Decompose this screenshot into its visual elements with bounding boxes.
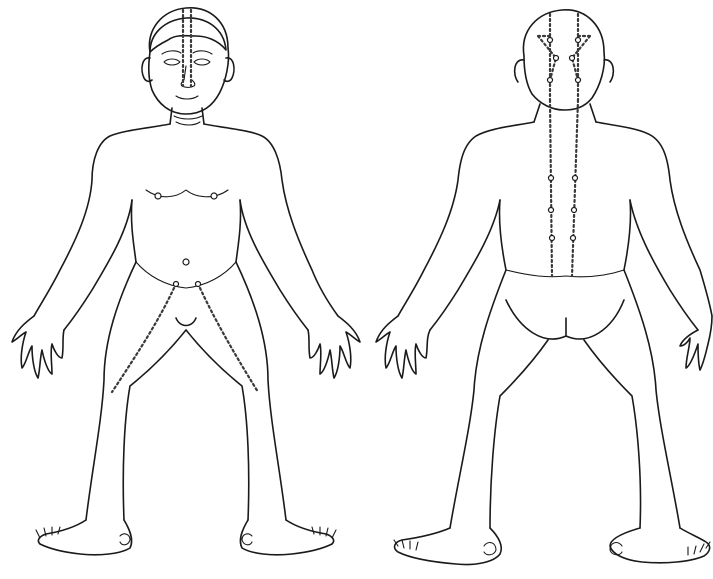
front-groin-point-left [174,282,179,287]
front-left-ankle [120,534,130,545]
back-right-foot [610,528,710,563]
front-right-leg-inner [186,330,249,520]
front-brows [162,51,212,54]
back-right-leg-inner [584,340,641,528]
back-spine-point-2 [573,176,578,181]
front-left-hand [12,316,64,378]
back-spine-line-right [572,100,578,276]
back-head-point-3 [554,56,559,61]
back-left-heel [484,543,496,555]
front-left-foot [38,520,131,555]
back-left-waist [499,200,506,270]
back-spine-point-6 [571,236,576,241]
front-head [149,8,229,114]
front-view [12,8,360,555]
back-left-inner-arm [430,200,500,330]
front-navel [183,259,189,265]
back-spine-point-1 [549,176,554,181]
front-hair [150,18,226,52]
front-left-ear [142,58,152,82]
front-right-eye [194,59,210,65]
front-right-hand [308,316,360,378]
front-crotch [176,318,196,326]
front-left-inner-arm [64,200,132,330]
back-right-inner-arm [630,200,698,330]
front-mouth [176,96,198,99]
back-spine-point-5 [550,236,555,241]
front-right-nipple [211,193,217,199]
back-view [376,10,712,565]
front-groin-line [136,262,236,288]
front-torso-right [204,124,338,316]
back-spine-point-4 [572,208,577,213]
front-neck-lines [174,116,202,125]
front-left-nipple [155,193,161,199]
back-spine-line-left [550,100,552,276]
back-neck [534,104,596,122]
back-head [523,10,604,110]
back-head-point-1 [548,38,553,43]
back-left-hand [376,316,430,378]
front-left-waist [131,200,136,262]
back-torso-left [398,122,534,316]
front-right-foot [240,520,333,555]
back-left-leg-inner [490,340,548,528]
back-head-point-6 [576,78,581,83]
back-left-leg-outer [450,270,506,528]
front-torso-left [34,124,170,316]
back-waistline [506,270,624,277]
back-left-ear [515,60,524,82]
front-right-leg-line [200,288,258,392]
front-right-ankle [242,534,252,545]
back-spine-point-3 [549,208,554,213]
back-head-point-5 [548,78,553,83]
back-torso-right [596,122,712,316]
back-right-waist [624,200,631,270]
back-right-ear [604,60,613,82]
front-groin-point-right [196,282,201,287]
front-left-eye [164,59,180,65]
back-buttocks [506,300,624,339]
front-left-leg-line [112,288,174,392]
back-head-point-4 [570,56,575,61]
back-right-hand [680,316,712,370]
back-head-point-2 [576,38,581,43]
front-right-inner-arm [240,200,308,330]
front-right-waist [236,200,241,262]
